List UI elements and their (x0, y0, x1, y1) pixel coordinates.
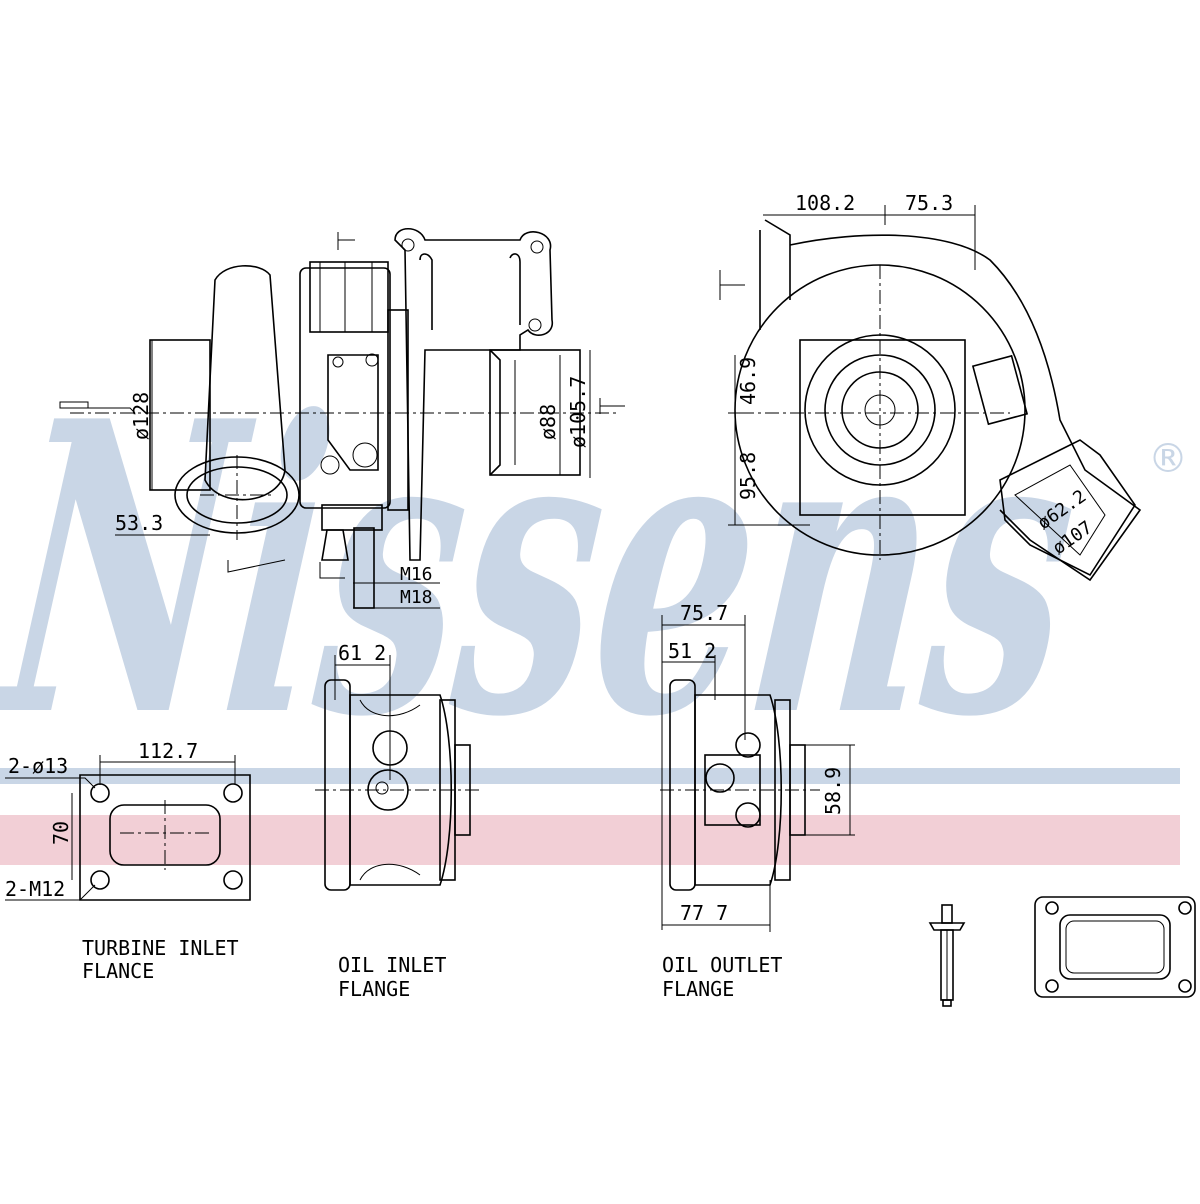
main-turbo-view: 53.3 ø128 ø88 ø105.7 M16 M18 (59, 227, 625, 609)
watermark-registered: ® (1148, 436, 1188, 482)
dim-75-3: 75.3 (905, 191, 953, 215)
gasket-accessory (1034, 896, 1196, 998)
dim-dia-88: ø88 (536, 404, 560, 440)
dim-61-2: 61 2 (338, 641, 386, 665)
dim-m18: M18 (400, 587, 433, 608)
dim-46-9: 46.9 (736, 357, 760, 405)
dim-112-7: 112.7 (138, 739, 198, 763)
dim-53-3: 53.3 (115, 511, 163, 535)
dim-m16: M16 (400, 564, 433, 585)
dim-95-8: 95.8 (736, 452, 760, 500)
oil-outlet-label-1: OIL OUTLET (662, 953, 782, 977)
dim-108-2: 108.2 (795, 191, 855, 215)
dim-51-2: 51 2 (668, 639, 716, 663)
oil-inlet-label-1: OIL INLET (338, 953, 446, 977)
turbine-inlet-label-2: FLANCE (82, 959, 154, 983)
watermark: Nissens ® (0, 334, 1188, 865)
oil-outlet-label-2: FLANGE (662, 977, 734, 1001)
oil-inlet-label-2: FLANGE (338, 977, 410, 1001)
dim-2-dia-13: 2-ø13 (8, 754, 68, 778)
dim-dia-128: ø128 (129, 392, 153, 440)
watermark-band-pink (0, 815, 1180, 865)
turbine-inlet-label-1: TURBINE INLET (82, 936, 239, 960)
dim-77-7: 77 7 (680, 901, 728, 925)
watermark-band-blue (0, 768, 1180, 784)
oil-outlet-flange: 75.7 51 2 58.9 77 7 OIL OUTLET FLANGE (660, 601, 855, 1001)
oil-inlet-flange: 61 2 OIL INLET FLANGE (315, 641, 480, 1001)
dim-70: 70 (49, 821, 73, 845)
dim-75-7: 75.7 (680, 601, 728, 625)
dim-dia-105-7: ø105.7 (566, 376, 590, 448)
bolt-accessory (928, 904, 966, 1007)
dim-2-m12: 2-M12 (5, 877, 65, 901)
turbine-inlet-flange: 112.7 70 2-ø13 2-M12 TURBINE INLET FLANC… (5, 739, 251, 983)
dim-58-9: 58.9 (821, 767, 845, 815)
watermark-brand: Nissens (0, 334, 1095, 805)
